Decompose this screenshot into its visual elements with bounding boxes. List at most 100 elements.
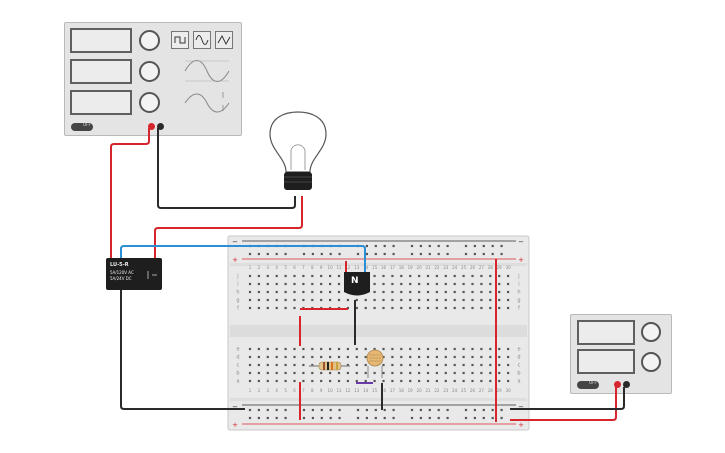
breadboard-hole[interactable] xyxy=(284,363,287,367)
breadboard-hole[interactable] xyxy=(266,363,269,367)
breadboard-hole[interactable] xyxy=(462,282,465,286)
breadboard-hole[interactable] xyxy=(329,379,332,383)
breadboard-hole[interactable] xyxy=(320,379,323,383)
breadboard-hole[interactable] xyxy=(400,355,403,359)
breadboard-hole[interactable] xyxy=(373,306,376,310)
breadboard-hole[interactable] xyxy=(409,379,412,383)
resistor[interactable] xyxy=(309,361,350,371)
breadboard-hole[interactable] xyxy=(337,371,341,375)
breadboard-hole[interactable] xyxy=(444,306,447,310)
breadboard-hole[interactable] xyxy=(453,355,456,359)
breadboard-hole[interactable] xyxy=(293,355,296,359)
breadboard-hole[interactable] xyxy=(453,379,456,383)
breadboard-hole[interactable] xyxy=(480,379,483,383)
rail-hole[interactable] xyxy=(464,252,468,256)
rail-hole[interactable] xyxy=(311,408,314,412)
breadboard-hole[interactable] xyxy=(364,306,367,310)
breadboard-hole[interactable] xyxy=(266,274,269,278)
rail-hole[interactable] xyxy=(383,408,386,412)
breadboard-hole[interactable] xyxy=(293,347,296,351)
relay-module[interactable]: LU-5-R 5A/120V AC 5A/24V DC xyxy=(106,258,162,290)
rail-hole[interactable] xyxy=(392,252,395,256)
breadboard-hole[interactable] xyxy=(382,274,385,278)
rail-hole[interactable] xyxy=(320,252,323,256)
breadboard-hole[interactable] xyxy=(382,306,385,310)
breadboard-hole[interactable] xyxy=(391,363,394,367)
breadboard-hole[interactable] xyxy=(346,306,349,310)
rail-hole[interactable] xyxy=(437,244,440,248)
rail-hole[interactable] xyxy=(464,408,468,412)
rail-hole[interactable] xyxy=(482,244,485,248)
breadboard-hole[interactable] xyxy=(355,379,358,383)
rail-hole[interactable] xyxy=(311,416,314,420)
breadboard-hole[interactable] xyxy=(329,306,332,310)
breadboard-hole[interactable] xyxy=(480,282,483,286)
breadboard-hole[interactable] xyxy=(346,355,349,359)
breadboard-hole[interactable] xyxy=(400,298,403,302)
breadboard-hole[interactable] xyxy=(266,298,269,302)
breadboard-hole[interactable] xyxy=(489,371,492,375)
rail-hole[interactable] xyxy=(284,408,287,412)
rail-hole[interactable] xyxy=(428,252,431,256)
breadboard-hole[interactable] xyxy=(498,355,501,359)
breadboard-hole[interactable] xyxy=(418,298,421,302)
breadboard-hole[interactable] xyxy=(391,282,394,286)
rail-hole[interactable] xyxy=(392,244,395,248)
rail-hole[interactable] xyxy=(284,252,287,256)
breadboard-hole[interactable] xyxy=(507,298,510,302)
rail-hole[interactable] xyxy=(473,244,476,248)
breadboard-hole[interactable] xyxy=(400,379,403,383)
breadboard-hole[interactable] xyxy=(320,363,323,367)
breadboard-hole[interactable] xyxy=(266,379,269,383)
breadboard-hole[interactable] xyxy=(382,290,385,294)
breadboard-hole[interactable] xyxy=(498,274,501,278)
breadboard-hole[interactable] xyxy=(462,306,465,310)
breadboard-hole[interactable] xyxy=(471,363,474,367)
rail-hole[interactable] xyxy=(446,416,449,420)
breadboard-hole[interactable] xyxy=(507,347,510,351)
breadboard-hole[interactable] xyxy=(275,355,278,359)
rail-hole[interactable] xyxy=(464,244,468,248)
breadboard-hole[interactable] xyxy=(337,274,341,278)
breadboard-hole[interactable] xyxy=(311,379,314,383)
breadboard-hole[interactable] xyxy=(320,306,323,310)
breadboard-hole[interactable] xyxy=(426,379,430,383)
breadboard-hole[interactable] xyxy=(311,355,314,359)
breadboard-hole[interactable] xyxy=(320,347,323,351)
dc-power-supply[interactable]: OFF xyxy=(570,314,672,394)
breadboard-hole[interactable] xyxy=(391,371,394,375)
breadboard-hole[interactable] xyxy=(266,290,269,294)
breadboard-hole[interactable] xyxy=(418,355,421,359)
rail-hole[interactable] xyxy=(248,244,252,248)
breadboard-hole[interactable] xyxy=(373,298,376,302)
breadboard-hole[interactable] xyxy=(435,347,438,351)
breadboard-hole[interactable] xyxy=(453,282,456,286)
rail-hole[interactable] xyxy=(500,252,503,256)
breadboard-hole[interactable] xyxy=(418,371,421,375)
breadboard-hole[interactable] xyxy=(409,282,412,286)
breadboard-hole[interactable] xyxy=(355,347,358,351)
breadboard-hole[interactable] xyxy=(355,306,358,310)
breadboard-hole[interactable] xyxy=(257,290,260,294)
breadboard-hole[interactable] xyxy=(382,298,385,302)
breadboard-hole[interactable] xyxy=(382,363,385,367)
rail-hole[interactable] xyxy=(356,244,360,248)
breadboard-hole[interactable] xyxy=(293,290,296,294)
breadboard-hole[interactable] xyxy=(302,298,305,302)
breadboard-hole[interactable] xyxy=(311,306,314,310)
rail-hole[interactable] xyxy=(410,244,414,248)
breadboard-hole[interactable] xyxy=(471,371,474,375)
breadboard-hole[interactable] xyxy=(462,298,465,302)
breadboard-hole[interactable] xyxy=(257,282,260,286)
breadboard-hole[interactable] xyxy=(337,347,341,351)
breadboard-hole[interactable] xyxy=(275,371,278,375)
breadboard-hole[interactable] xyxy=(426,290,430,294)
breadboard-hole[interactable] xyxy=(507,306,510,310)
rail-hole[interactable] xyxy=(446,244,449,248)
breadboard-hole[interactable] xyxy=(329,347,332,351)
breadboard-hole[interactable] xyxy=(320,371,323,375)
breadboard-hole[interactable] xyxy=(418,347,421,351)
rail-hole[interactable] xyxy=(491,408,494,412)
breadboard-hole[interactable] xyxy=(311,347,314,351)
breadboard-hole[interactable] xyxy=(471,355,474,359)
